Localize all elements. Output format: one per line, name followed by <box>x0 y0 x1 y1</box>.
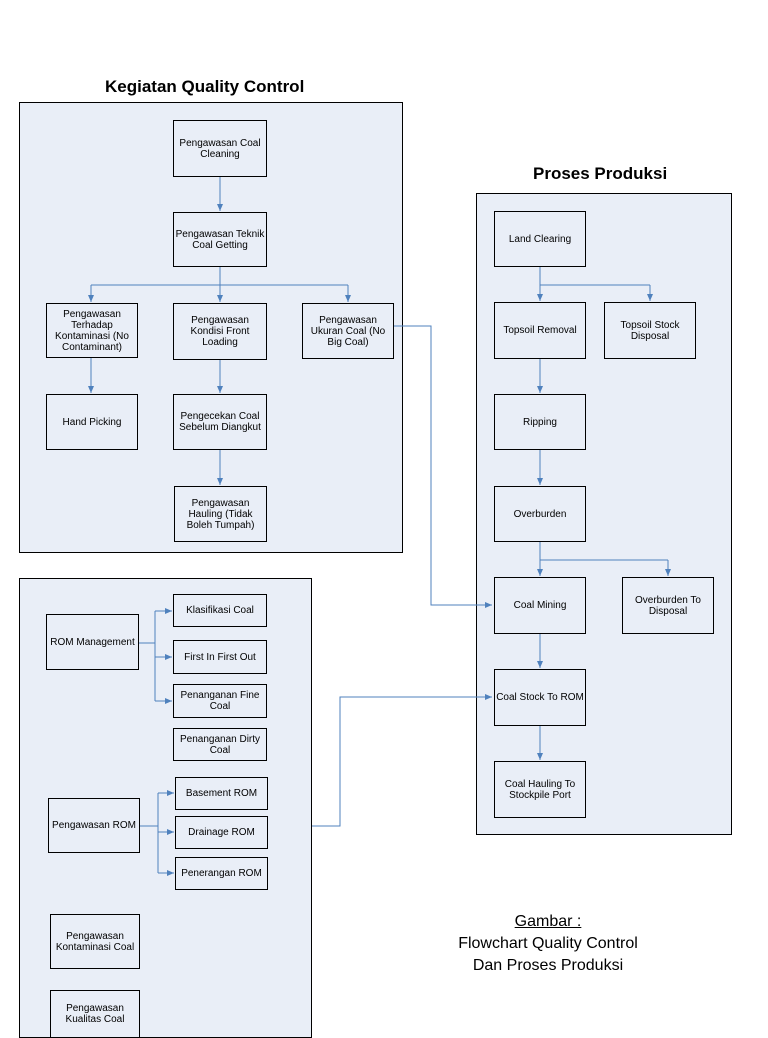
coal-getting-node: Pengawasan Teknik Coal Getting <box>173 212 267 267</box>
rom-management-node: ROM Management <box>46 614 139 670</box>
classification-node: Klasifikasi Coal <box>173 594 267 627</box>
production-title: Proses Produksi <box>533 164 668 183</box>
drainage-node: Drainage ROM <box>175 816 268 849</box>
arrow-rom-to-coal-stock <box>312 694 492 827</box>
basement-node: Basement ROM <box>175 777 268 810</box>
coal-quality-node: Pengawasan Kualitas Coal <box>50 990 140 1038</box>
dirty-coal-node: Penanganan Dirty Coal <box>173 728 267 761</box>
front-loading-node: Pengawasan Kondisi Front Loading <box>173 303 267 360</box>
ripping-node: Ripping <box>494 394 586 450</box>
caption-label: Gambar : <box>514 913 582 930</box>
land-clearing-node: Land Clearing <box>494 211 586 267</box>
figure-caption: Gambar : Flowchart Quality Control Dan P… <box>428 911 668 977</box>
topsoil-disposal-node: Topsoil Stock Disposal <box>604 302 696 359</box>
coal-size-node: Pengawasan Ukuran Coal (No Big Coal) <box>302 303 394 359</box>
coal-cleaning-node: Pengawasan Coal Cleaning <box>173 120 267 177</box>
hand-picking-node: Hand Picking <box>46 394 138 450</box>
coal-stock-node: Coal Stock To ROM <box>494 669 586 726</box>
coal-contamination-node: Pengawasan Kontaminasi Coal <box>50 914 140 969</box>
quality-control-title: Kegiatan Quality Control <box>105 77 305 96</box>
rom-supervision-node: Pengawasan ROM <box>48 798 140 853</box>
overburden-disposal-node: Overburden To Disposal <box>622 577 714 634</box>
fifo-node: First In First Out <box>173 640 267 674</box>
coal-mining-node: Coal Mining <box>494 577 586 634</box>
lighting-node: Penerangan ROM <box>175 857 268 890</box>
fine-coal-node: Penanganan Fine Coal <box>173 684 267 718</box>
overburden-node: Overburden <box>494 486 586 542</box>
topsoil-removal-node: Topsoil Removal <box>494 302 586 359</box>
pre-haul-check-node: Pengecekan Coal Sebelum Diangkut <box>173 394 267 450</box>
caption-line-2: Dan Proses Produksi <box>472 957 624 974</box>
hauling-node: Pengawasan Hauling (Tidak Boleh Tumpah) <box>174 486 267 542</box>
contamination-node: Pengawasan Terhadap Kontaminasi (No Cont… <box>46 303 138 358</box>
coal-hauling-node: Coal Hauling To Stockpile Port <box>494 761 586 818</box>
caption-line-1: Flowchart Quality Control <box>458 935 638 952</box>
